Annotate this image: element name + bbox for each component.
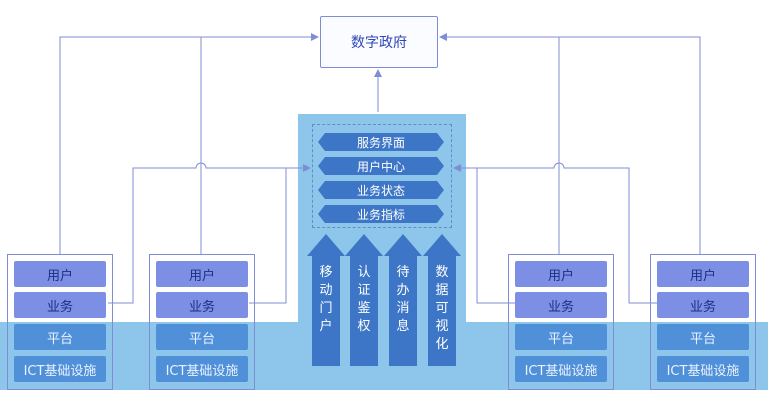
layer-business: 业务 [657, 292, 749, 318]
layer-platform: 平台 [14, 324, 106, 350]
column-data-visualization: 数 据 可 视 化 [423, 234, 461, 366]
stack-node-4: 用户 业务 平台 ICT基础设施 [650, 254, 756, 390]
link-node4-root [439, 33, 701, 254]
layer-ict-infrastructure: ICT基础设施 [14, 356, 106, 382]
stack-node-3: 用户 业务 平台 ICT基础设施 [508, 254, 614, 390]
service-item-interface: 服务界面 [318, 133, 444, 151]
layer-platform: 平台 [657, 324, 749, 350]
layer-business: 业务 [156, 292, 248, 318]
service-item-user-center: 用户中心 [318, 157, 444, 175]
layer-user: 用户 [14, 261, 106, 287]
hub-services-frame [312, 124, 452, 228]
layer-business: 业务 [515, 292, 607, 318]
layer-business: 业务 [14, 292, 106, 318]
layer-user: 用户 [156, 261, 248, 287]
layer-user: 用户 [515, 261, 607, 287]
stack-node-1: 用户 业务 平台 ICT基础设施 [7, 254, 113, 390]
column-auth: 认 证 鉴 权 [345, 234, 383, 366]
layer-ict-infrastructure: ICT基础设施 [515, 356, 607, 382]
root-label: 数字政府 [351, 35, 407, 51]
service-item-business-status: 业务状态 [318, 181, 444, 199]
root-node-digital-government: 数字政府 [320, 16, 438, 68]
service-item-business-metrics: 业务指标 [318, 205, 444, 223]
column-todo-messages: 待 办 消 息 [384, 234, 422, 366]
layer-platform: 平台 [156, 324, 248, 350]
link-node4-biz [453, 162, 748, 304]
link-node1-biz [108, 162, 311, 304]
link-node1-root [59, 33, 319, 254]
layer-user: 用户 [657, 261, 749, 287]
stack-node-2: 用户 业务 平台 ICT基础设施 [149, 254, 255, 390]
layer-ict-infrastructure: ICT基础设施 [657, 356, 749, 382]
layer-platform: 平台 [515, 324, 607, 350]
layer-ict-infrastructure: ICT基础设施 [156, 356, 248, 382]
link-node2-biz [249, 168, 287, 304]
column-mobile-portal: 移 动 门 户 [307, 234, 345, 366]
